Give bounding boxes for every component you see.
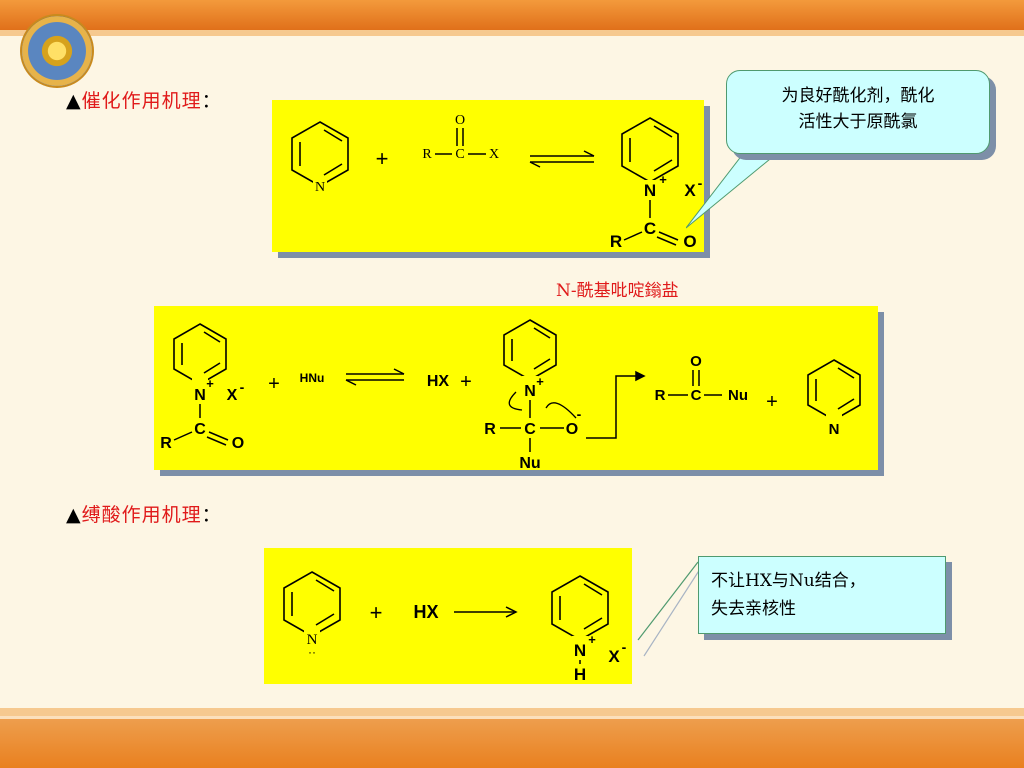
mech-equilibrium-arrow xyxy=(345,368,405,386)
mech-c-label: C xyxy=(194,421,206,438)
mech-plus-2: + xyxy=(460,371,472,393)
callout-acylating-agent: 为良好酰化剂，酰化 活性大于原酰氯 xyxy=(726,70,990,154)
heading-catalysis-title: 催化作用机理 xyxy=(81,90,202,112)
mech-n-plus: + xyxy=(206,376,214,391)
product-nu-label: Nu xyxy=(728,387,748,404)
top-banner-stripe xyxy=(0,30,1024,36)
callout-acid-binding: 不让HX与Nu结合， 失去亲核性 xyxy=(698,556,946,634)
callout-acid-binding-line2: 失去亲核性 xyxy=(711,599,796,619)
callout-acid-binding-line1: 不让HX与Nu结合， xyxy=(711,571,866,591)
acylpyridinium-plus: + xyxy=(659,172,667,187)
carbonyl-o-label: O xyxy=(683,232,696,251)
pyridinium-x-minus: - xyxy=(622,639,627,655)
reaction-panel-acid-binding: N ·· + HX N + H X - xyxy=(264,548,632,684)
acid-hx-label: HX xyxy=(413,602,438,622)
intermediate-n-label: N xyxy=(524,383,536,400)
mech-plus-1: + xyxy=(268,373,280,395)
acyl-o-label: O xyxy=(455,113,465,128)
bottom-banner-stripe xyxy=(0,716,1024,719)
mech-hx-label: HX xyxy=(427,373,450,390)
acylpyridinium-ring-2 xyxy=(173,323,227,385)
acyl-r-label: R xyxy=(422,147,432,162)
heading-catalysis: ▲催化作用机理： xyxy=(66,86,222,113)
acid-plus-sign: + xyxy=(370,600,383,625)
top-banner xyxy=(0,0,1024,30)
mech-r-label: R xyxy=(160,435,172,452)
pyridine-ring-3 xyxy=(283,571,341,637)
callout-2-pointer xyxy=(637,561,703,657)
tetrahedral-ring xyxy=(503,319,557,381)
product-c-label: C xyxy=(691,387,702,404)
intermediate-c-label: C xyxy=(524,421,536,438)
free-pyridine-ring xyxy=(807,359,861,421)
acyl-x-label: X xyxy=(489,147,499,162)
lone-pair-dots: ·· xyxy=(308,645,316,659)
mech-x-label: X xyxy=(227,387,238,404)
mech-o-label: O xyxy=(232,435,244,452)
pyridinium-ring xyxy=(551,575,609,641)
heading-acid-binding: ▲缚酸作用机理： xyxy=(66,500,222,527)
heading-acid-binding-colon: ： xyxy=(201,504,222,526)
acylpyridinium-salt-label: N-酰基吡啶鎓盐 xyxy=(556,281,679,301)
intermediate-o-minus: - xyxy=(577,406,582,422)
reaction-scheme-mechanism: N + X - C R O + HNu HX + N + C R O - xyxy=(160,319,861,472)
carbonyl-r-label: R xyxy=(610,232,622,251)
intermediate-nu-label: Nu xyxy=(519,455,540,470)
reaction-scheme-acylation: N + O R C X N + X - C R O xyxy=(291,113,703,251)
plus-sign: + xyxy=(376,146,389,171)
product-r-label: R xyxy=(655,387,666,404)
intermediate-r-label: R xyxy=(484,421,496,438)
product-o-label: O xyxy=(690,353,702,370)
reaction-panel-acylation: N + O R C X N + X - C R O xyxy=(272,100,704,252)
intermediate-o-label: O xyxy=(566,421,578,438)
counterion-x-label: X xyxy=(684,181,696,200)
reaction-panel-mechanism: N + X - C R O + HNu HX + N + C R O - xyxy=(154,306,878,472)
acid-pyridine-n-label: N xyxy=(307,632,318,648)
counterion-minus: - xyxy=(698,175,703,191)
mech-hnu-label: HNu xyxy=(300,371,325,385)
university-logo-icon xyxy=(22,16,92,86)
electron-arrow-left xyxy=(508,391,523,411)
reaction-arrow xyxy=(454,606,518,618)
carbonyl-c-label: C xyxy=(644,219,656,238)
triangle-bullet-icon-2: ▲ xyxy=(66,504,82,526)
free-pyridine-n-label: N xyxy=(829,421,840,438)
reaction-scheme-acid-binding: N ·· + HX N + H X - xyxy=(283,571,627,684)
heading-catalysis-colon: ： xyxy=(201,90,222,112)
acylpyridinium-n-label: N xyxy=(644,181,656,200)
pyridinium-n-label: N xyxy=(574,641,586,660)
electron-arrow-right xyxy=(545,402,577,419)
acyl-halide: O R C X xyxy=(422,113,499,162)
pyridine-n-label: N xyxy=(315,180,325,195)
triangle-bullet-icon: ▲ xyxy=(66,90,82,112)
pyridinium-plus: + xyxy=(588,632,596,647)
mech-x-minus: - xyxy=(240,379,245,395)
equilibrium-arrow xyxy=(529,150,595,168)
mech-n-label: N xyxy=(194,387,206,404)
callout-acylating-line2: 活性大于原酰氯 xyxy=(798,112,918,132)
pyridine-ring xyxy=(291,121,349,187)
heading-acid-binding-title: 缚酸作用机理 xyxy=(81,504,202,526)
mech-plus-3: + xyxy=(766,391,778,413)
pyridinium-x-label: X xyxy=(608,647,620,666)
callout-acylating-line1: 为良好酰化剂，酰化 xyxy=(781,86,935,106)
acylpyridinium-ring xyxy=(621,117,679,183)
acyl-c-label: C xyxy=(455,147,464,162)
intermediate-n-plus: + xyxy=(536,374,544,389)
pyridinium-h-label: H xyxy=(574,665,586,684)
elimination-arrow xyxy=(586,370,646,439)
